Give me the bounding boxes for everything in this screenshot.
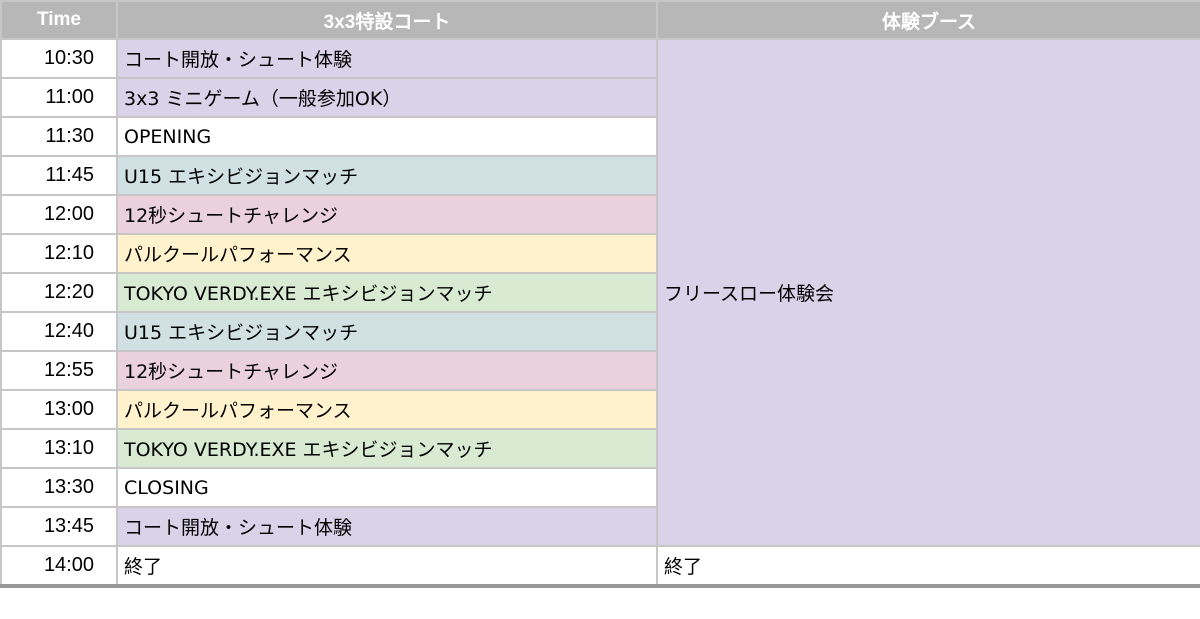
time-cell: 12:10 bbox=[0, 233, 118, 274]
time-cell: 11:45 bbox=[0, 155, 118, 196]
booth-event-cell: フリースロー体験会 bbox=[656, 38, 1200, 547]
header-time: Time bbox=[0, 0, 118, 40]
time-cell: 12:20 bbox=[0, 272, 118, 313]
court-event-cell: 12秒シュートチャレンジ bbox=[116, 194, 658, 235]
time-cell: 12:40 bbox=[0, 311, 118, 352]
court-event-cell: コート開放・シュート体験 bbox=[116, 506, 658, 547]
time-cell: 13:45 bbox=[0, 506, 118, 547]
court-event-cell: パルクールパフォーマンス bbox=[116, 233, 658, 274]
time-cell: 10:30 bbox=[0, 38, 118, 79]
court-event-cell: 3x3 ミニゲーム（一般参加OK） bbox=[116, 77, 658, 118]
court-event-cell: U15 エキシビジョンマッチ bbox=[116, 155, 658, 196]
court-event-cell: TOKYO VERDY.EXE エキシビジョンマッチ bbox=[116, 272, 658, 313]
court-event-cell: 12秒シュートチャレンジ bbox=[116, 350, 658, 391]
header-booth: 体験ブース bbox=[656, 0, 1200, 40]
time-cell: 14:00 bbox=[0, 545, 118, 588]
header-row: Time 3x3特設コート 体験ブース bbox=[0, 0, 1200, 40]
time-cell: 12:00 bbox=[0, 194, 118, 235]
time-cell: 11:00 bbox=[0, 77, 118, 118]
time-cell: 12:55 bbox=[0, 350, 118, 391]
time-cell: 13:00 bbox=[0, 389, 118, 430]
court-event-cell: TOKYO VERDY.EXE エキシビジョンマッチ bbox=[116, 428, 658, 469]
court-event-cell: パルクールパフォーマンス bbox=[116, 389, 658, 430]
time-cell: 11:30 bbox=[0, 116, 118, 157]
court-event-cell: CLOSING bbox=[116, 467, 658, 508]
time-cell: 13:10 bbox=[0, 428, 118, 469]
court-event-cell: U15 エキシビジョンマッチ bbox=[116, 311, 658, 352]
court-event-cell: コート開放・シュート体験 bbox=[116, 38, 658, 79]
header-court: 3x3特設コート bbox=[116, 0, 658, 40]
court-event-cell: OPENING bbox=[116, 116, 658, 157]
booth-end-cell: 終了 bbox=[656, 545, 1200, 588]
time-cell: 13:30 bbox=[0, 467, 118, 508]
court-event-cell: 終了 bbox=[116, 545, 658, 588]
